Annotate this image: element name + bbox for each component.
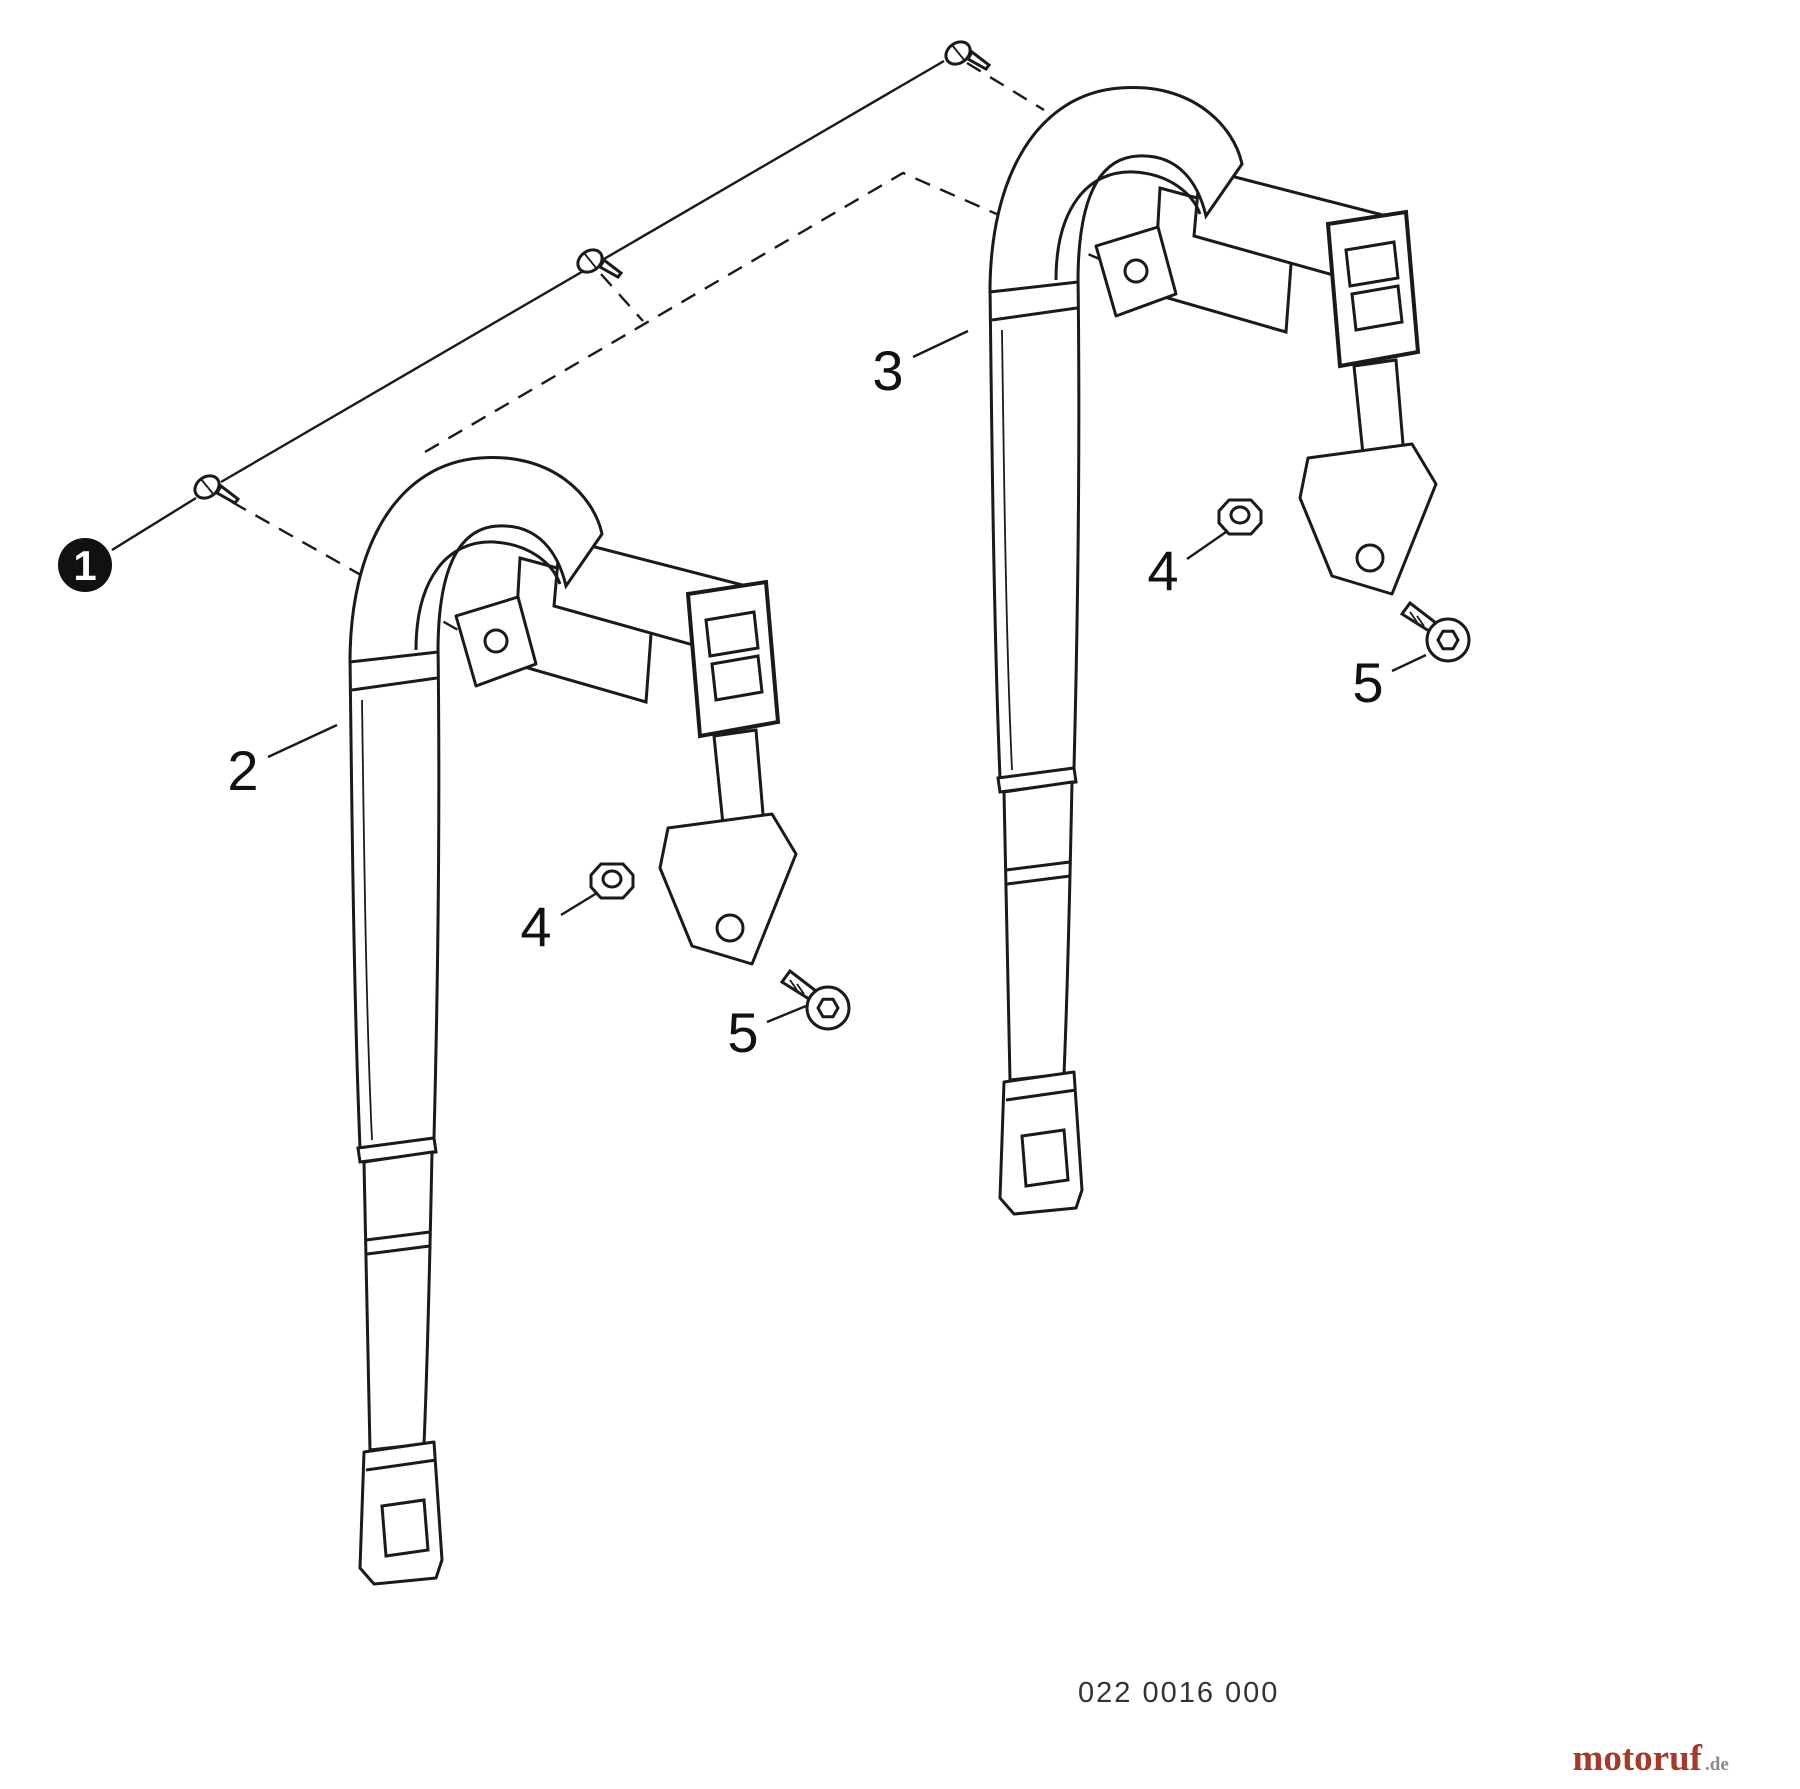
watermark-motoruf[interactable]: motoruf .de: [1573, 1738, 1729, 1779]
part-number: 022 0016 000: [1078, 1677, 1279, 1709]
screw-icon-top: [940, 35, 991, 71]
watermark-tld[interactable]: .de: [1705, 1754, 1729, 1775]
callout-leader-lines: [267, 329, 1427, 1024]
callout-4-label-right: 4: [1147, 539, 1178, 602]
callout-1-label: 1: [73, 542, 96, 589]
socket-bolt-right: [1400, 601, 1471, 663]
hex-nut-right: [1217, 498, 1263, 536]
callout-1-badge: [58, 538, 112, 592]
callout-4-label-left: 4: [520, 895, 551, 958]
callout-5-label-right: 5: [1352, 651, 1383, 714]
callout-3-label: 3: [872, 339, 903, 402]
socket-bolt-left: [780, 969, 851, 1031]
callout-2-label: 2: [227, 739, 258, 802]
hex-nut-left: [589, 862, 635, 900]
mounting-screws: [189, 35, 991, 505]
callout-5-label-left: 5: [727, 1001, 758, 1064]
watermark-name[interactable]: motoruf: [1573, 1738, 1703, 1779]
fastener-alignment-lines: [111, 59, 1121, 632]
